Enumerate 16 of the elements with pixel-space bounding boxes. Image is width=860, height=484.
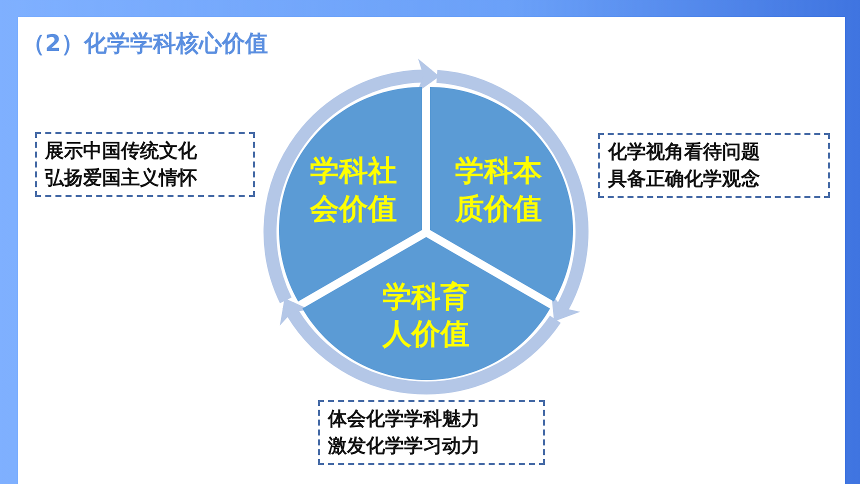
sector-label: 学科社会价值 bbox=[308, 152, 398, 228]
slide-title: （2）化学学科核心价值 bbox=[22, 30, 268, 59]
cycle-arrow bbox=[436, 70, 588, 322]
note-text: 弘扬爱国主义情怀 bbox=[45, 166, 197, 191]
sector-label: 学科育人价值 bbox=[381, 278, 470, 353]
note-text: 具备正确化学观念 bbox=[608, 166, 760, 192]
note-text: 展示中国传统文化 bbox=[45, 139, 197, 164]
dashed-note-box bbox=[318, 400, 545, 466]
cycle-arrow bbox=[264, 60, 440, 303]
cycle-arrow bbox=[281, 298, 560, 394]
note-text: 体会化学学科魅力 bbox=[328, 407, 480, 432]
note-text: 化学视角看待问题 bbox=[608, 140, 760, 165]
dashed-note-box bbox=[35, 132, 255, 198]
sector-label: 学科本质价值 bbox=[454, 152, 543, 228]
note-text: 激发化学学习动力 bbox=[328, 434, 480, 459]
dashed-note-box bbox=[598, 133, 830, 198]
